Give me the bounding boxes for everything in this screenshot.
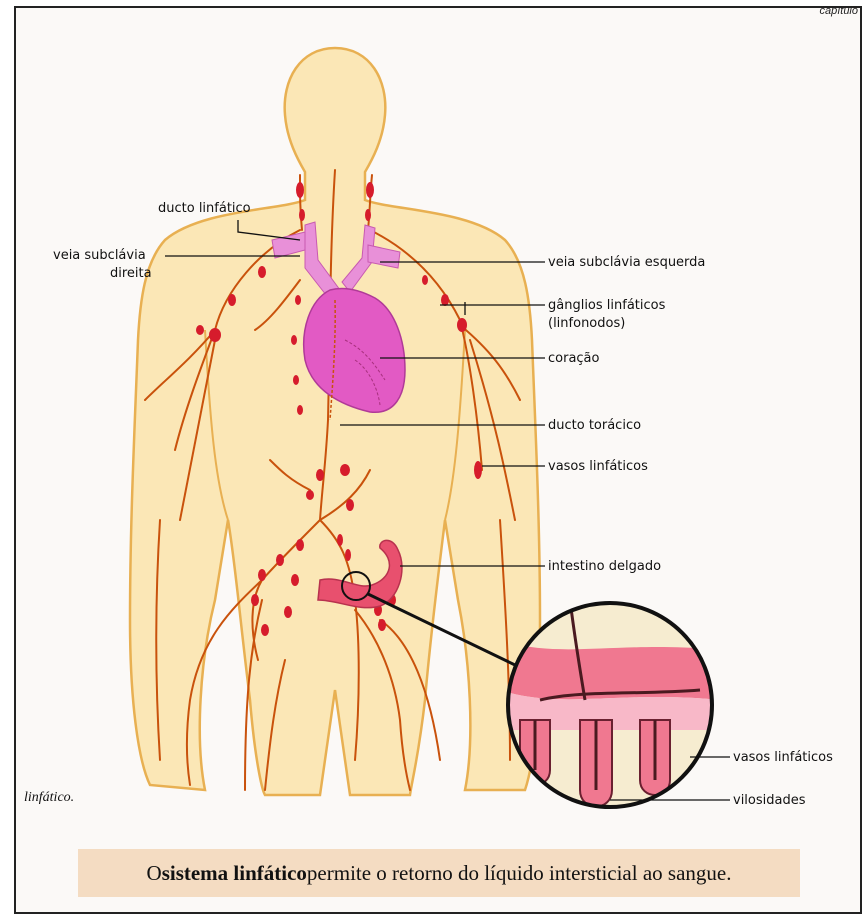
caption-prefix: O (147, 861, 162, 886)
label-ducto-linfatico: ducto linfático (158, 201, 251, 216)
label-veia-subclavia-esquerda: veia subclávia esquerda (548, 255, 705, 270)
figure-caption-tail: linfático. (24, 790, 74, 806)
label-ducto-toracico: ducto torácico (548, 418, 641, 433)
caption-box: O sistema linfático permite o retorno do… (78, 849, 800, 897)
label-veia-subclavia-direita-2: direita (110, 266, 152, 281)
caption-bold: sistema linfático (162, 861, 307, 886)
label-linfonodos: (linfonodos) (548, 316, 625, 331)
label-vilosidades: vilosidades (733, 793, 806, 808)
label-intestino-delgado: intestino delgado (548, 559, 661, 574)
label-vasos-linfaticos: vasos linfáticos (548, 459, 648, 474)
label-ganglios-linfaticos: gânglios linfáticos (548, 298, 665, 313)
label-veia-subclavia-direita: veia subclávia (53, 248, 146, 263)
caption-suffix: permite o retorno do líquido intersticia… (307, 861, 732, 886)
body-silhouette (130, 48, 540, 795)
label-coracao: coração (548, 351, 599, 366)
label-vasos-linfaticos-detalhe: vasos linfáticos (733, 750, 833, 765)
